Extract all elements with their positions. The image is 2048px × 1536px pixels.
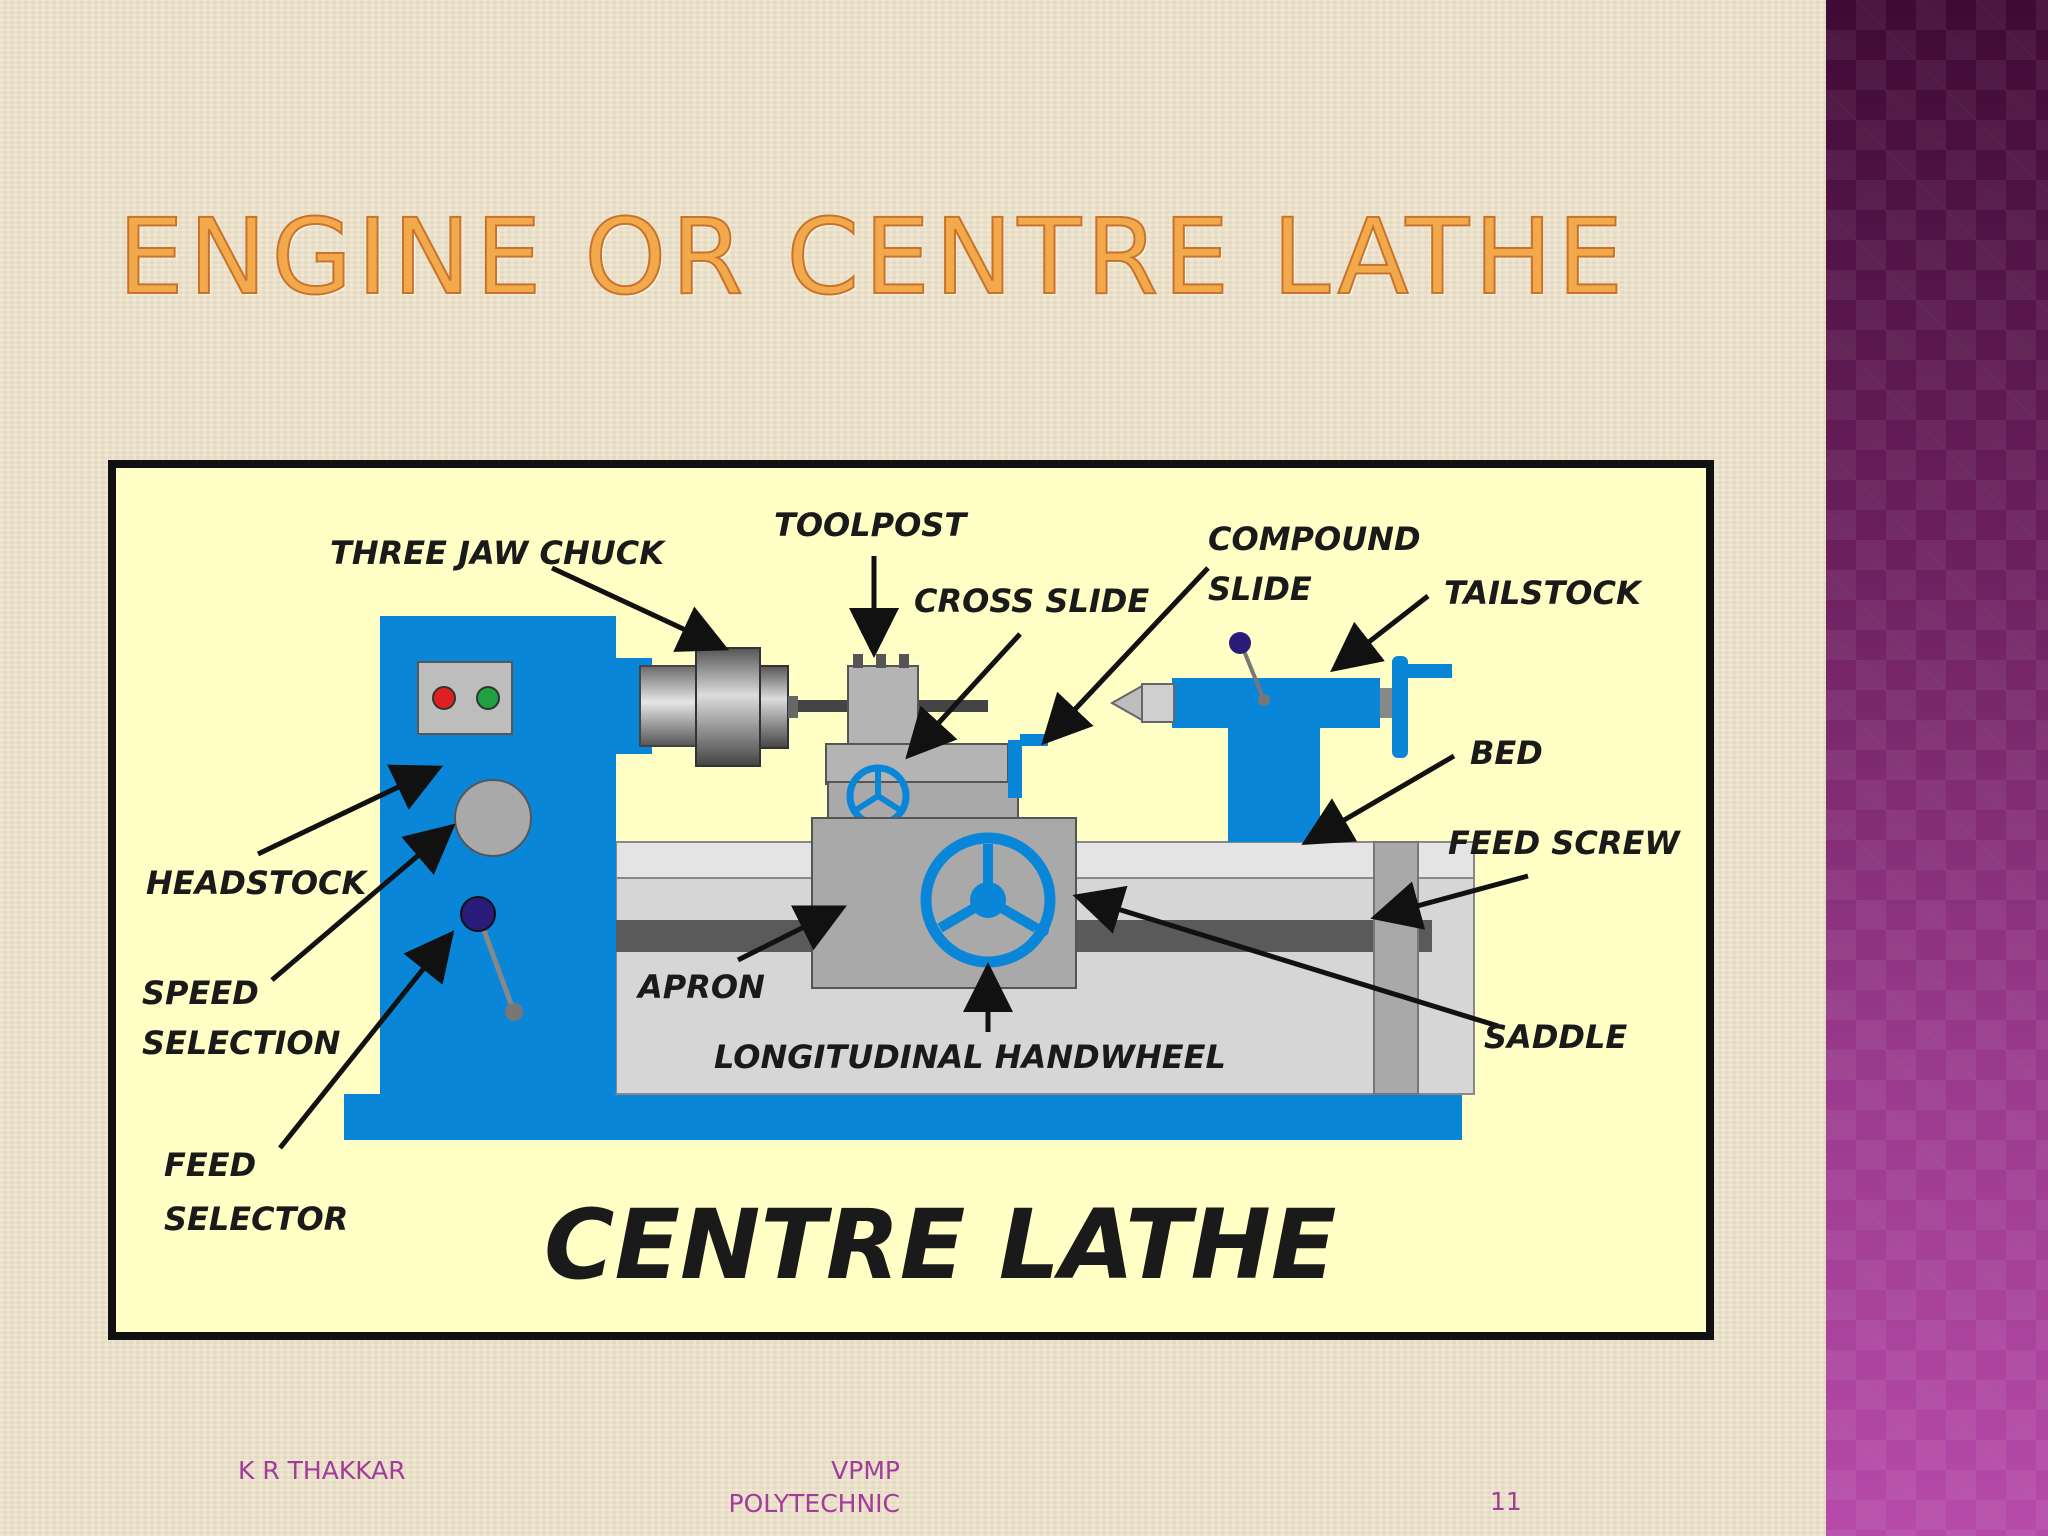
green-light-icon: [476, 686, 500, 710]
label-feed-screw: FEED SCREW: [1448, 824, 1681, 862]
label-saddle: SADDLE: [1484, 1018, 1627, 1056]
red-light-icon: [432, 686, 456, 710]
diagram-caption: CENTRE LATHE: [544, 1189, 1336, 1301]
label-feed-selector-1: FEED: [164, 1146, 256, 1184]
label-speed-selection-2: SELECTION: [142, 1024, 341, 1062]
lathe-diagram-svg: THREE JAW CHUCK TOOLPOST CROSS SLIDE COM…: [108, 460, 1714, 1340]
slide-title: ENGINE OR CENTRE LATHE: [117, 196, 1629, 318]
label-longitudinal-handwheel: LONGITUDINAL HANDWHEEL: [714, 1038, 1226, 1076]
label-headstock: HEADSTOCK: [146, 864, 369, 902]
footer-institution: VPMP POLYTECHNIC: [720, 1455, 900, 1520]
label-three-jaw-chuck: THREE JAW CHUCK: [330, 534, 666, 572]
footer-author: K R THAKKAR: [238, 1456, 406, 1485]
label-tailstock: TAILSTOCK: [1444, 574, 1643, 612]
apron: [811, 817, 1077, 989]
lathe-base: [344, 1094, 1462, 1140]
label-bed: BED: [1470, 734, 1543, 772]
label-speed-selection-1: SPEED: [142, 974, 259, 1012]
footer-institution-line2: POLYTECHNIC: [728, 1488, 900, 1518]
footer-institution-line1: VPMP: [831, 1456, 900, 1485]
toolpost: [847, 665, 919, 751]
tailstock-base: [1228, 722, 1320, 842]
spindle: [639, 665, 701, 747]
label-compound-slide-2: SLIDE: [1208, 570, 1312, 608]
callout-arrows: [256, 556, 1529, 1150]
lathe-diagram: THREE JAW CHUCK TOOLPOST CROSS SLIDE COM…: [108, 460, 1718, 1346]
decorative-side-band: [1826, 0, 2048, 1536]
label-cross-slide: CROSS SLIDE: [914, 582, 1149, 620]
label-apron: APRON: [635, 968, 765, 1006]
three-jaw-chuck: [695, 647, 761, 767]
tailstock: [1172, 678, 1380, 728]
label-toolpost: TOOLPOST: [774, 506, 968, 544]
page-number: 11: [1490, 1487, 1522, 1516]
label-feed-selector-2: SELECTOR: [164, 1200, 348, 1238]
speed-dial: [454, 779, 532, 857]
feed-lever-knob: [460, 896, 496, 932]
label-compound-slide-1: COMPOUND: [1208, 520, 1421, 558]
